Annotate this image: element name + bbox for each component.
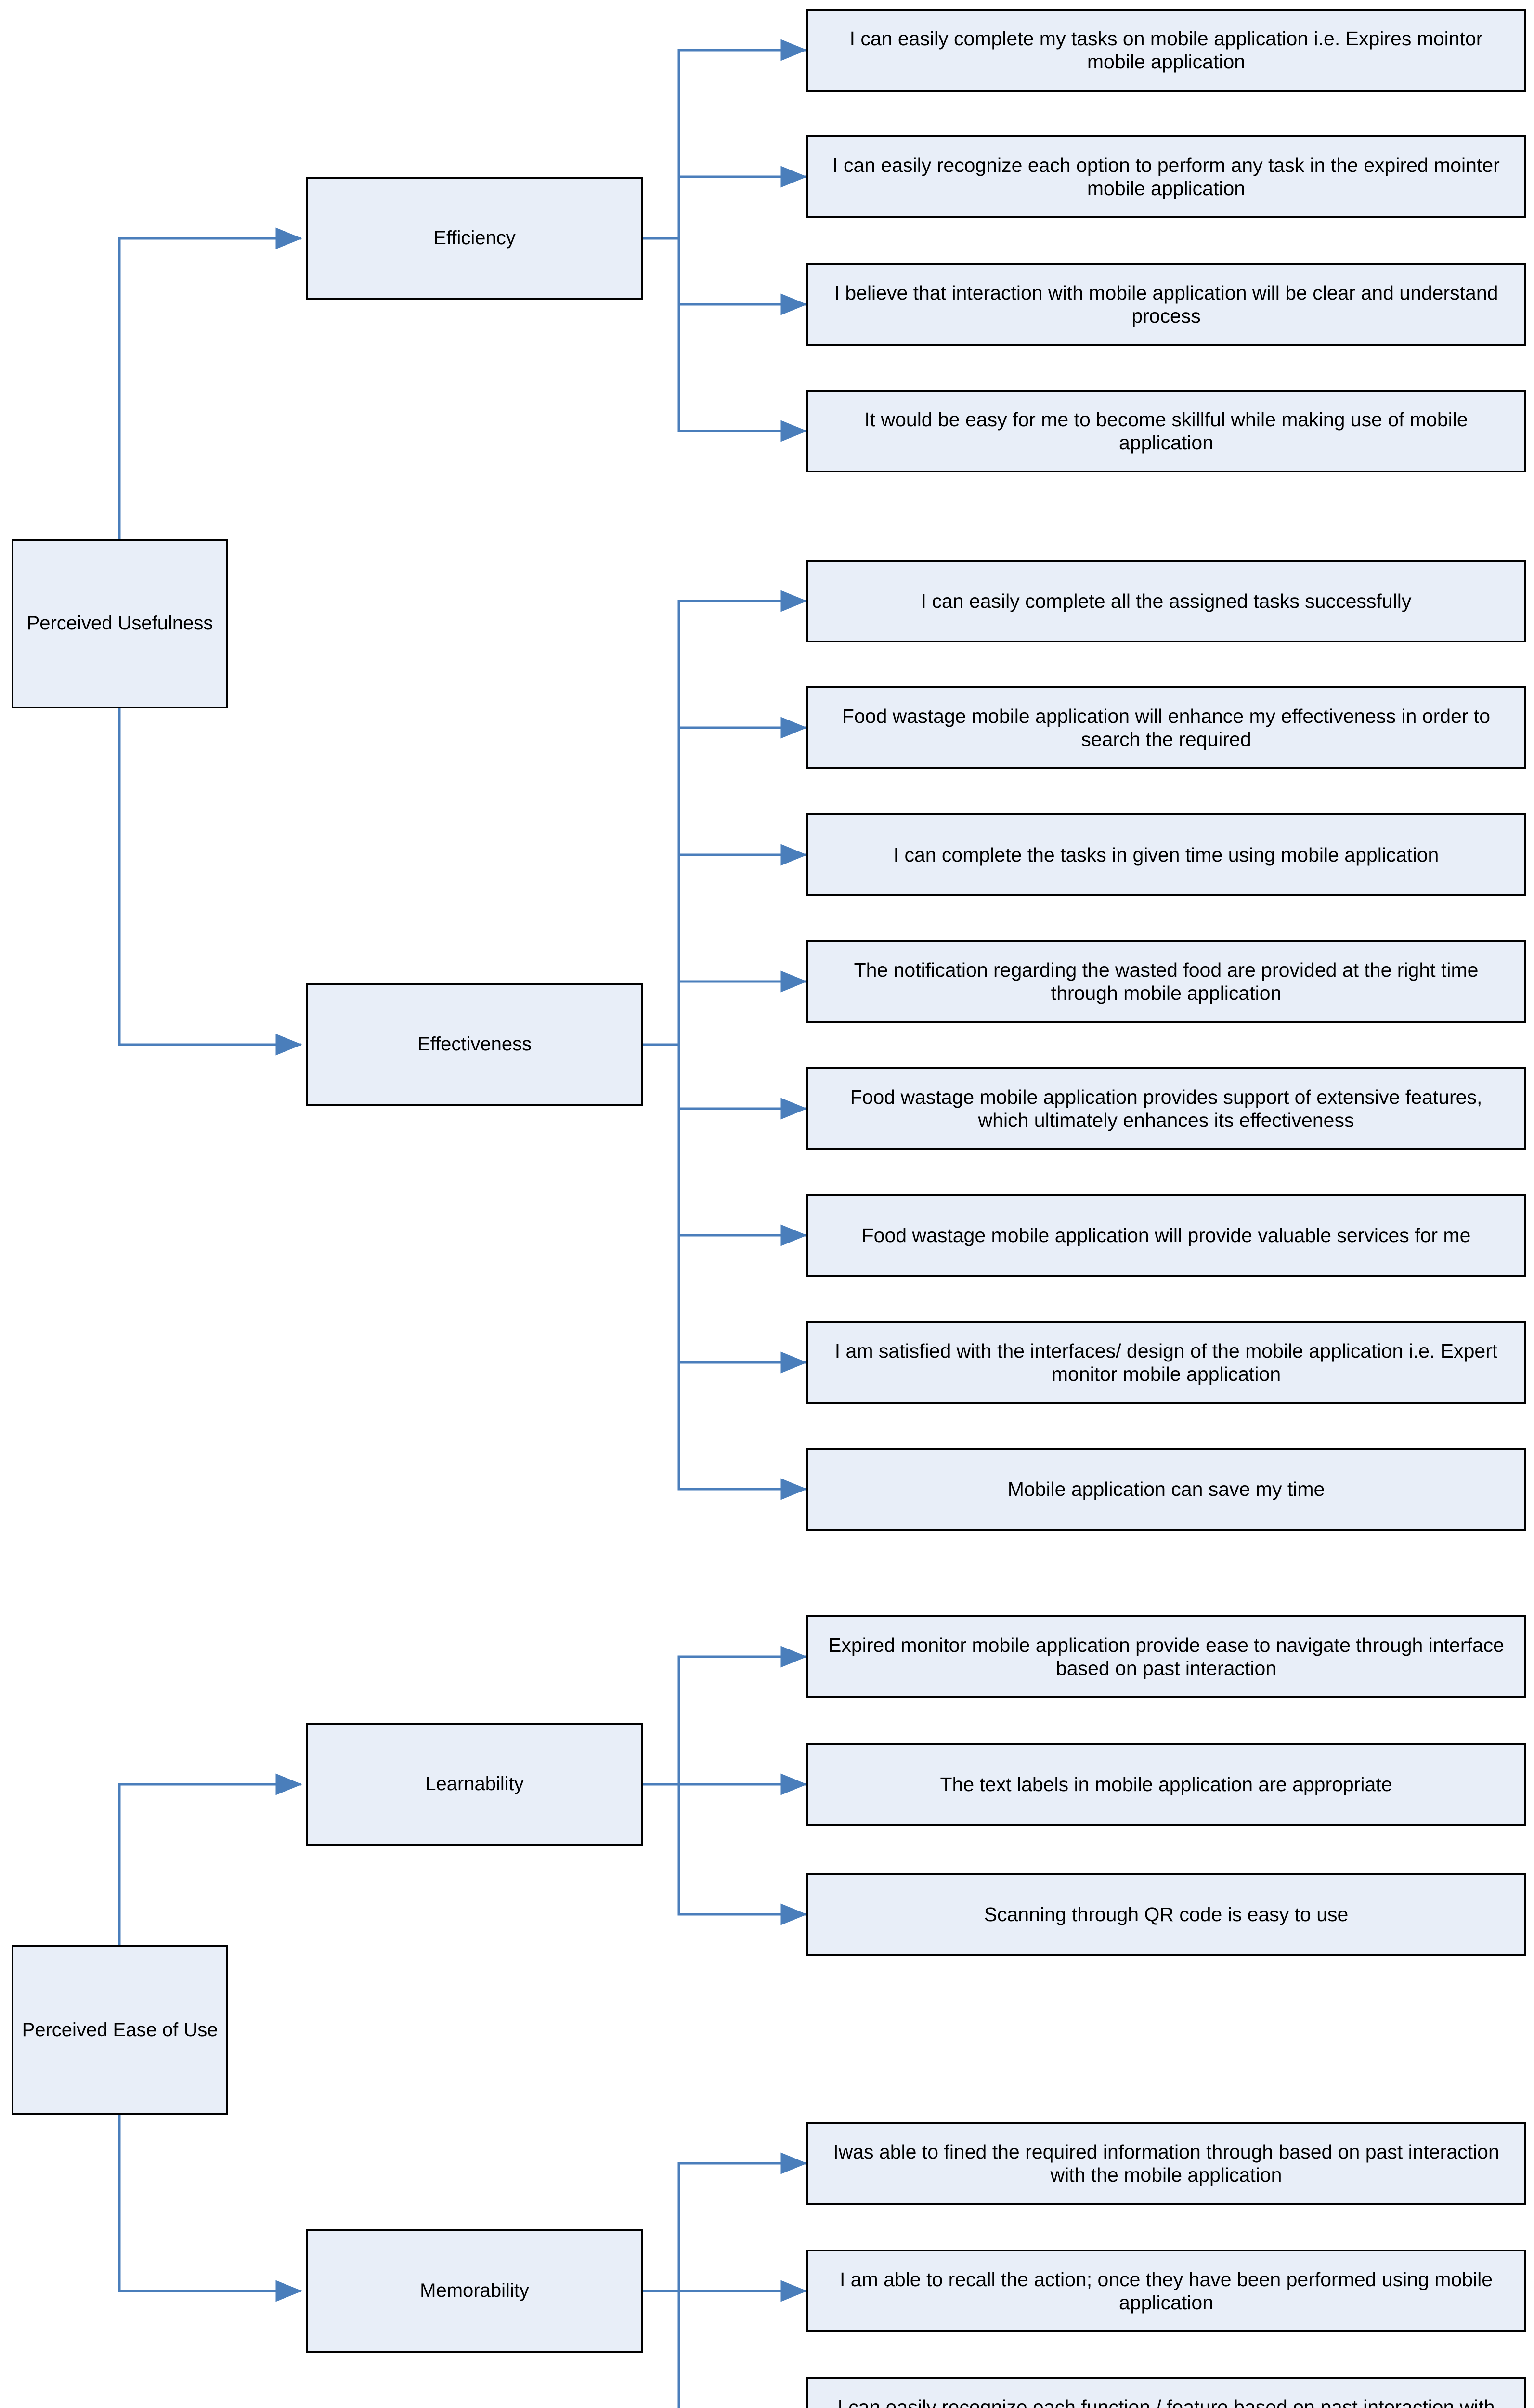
node-perceived-ease-of-use[interactable]: Perceived Ease of Use — [12, 1945, 228, 2115]
node-label-perceived-ease-of-use: Perceived Ease of Use — [22, 2019, 218, 2041]
statement-box[interactable]: Food wastage mobile application will enh… — [806, 686, 1526, 769]
edge-efficiency-item-1 — [643, 39, 807, 240]
node-memorability[interactable]: Memorability — [306, 2229, 643, 2353]
statement-box[interactable]: Food wastage mobile application provides… — [806, 1067, 1526, 1150]
statement-box[interactable]: I am satisfied with the interfaces/ desi… — [806, 1321, 1526, 1404]
edge-efficiency-item-3 — [643, 237, 807, 315]
edge-peou-memorability — [118, 2115, 302, 2302]
statement-text: I can easily complete all the assigned t… — [921, 589, 1412, 612]
statement-text: The text labels in mobile application ar… — [940, 1773, 1392, 1795]
edge-effectiveness-item-3 — [643, 844, 807, 1046]
statement-text: Food wastage mobile application will enh… — [842, 705, 1491, 750]
edge-efficiency-item-2 — [643, 166, 807, 240]
statement-text: I believe that interaction with mobile a… — [834, 281, 1498, 327]
statement-text: I can easily recognize each option to pe… — [832, 154, 1500, 199]
node-label-learnability: Learnability — [425, 1773, 524, 1795]
edge-effectiveness-item-8 — [643, 1043, 807, 1500]
statement-text: I can easily complete my tasks on mobile… — [849, 27, 1483, 73]
statement-box[interactable]: Expired monitor mobile application provi… — [806, 1615, 1526, 1698]
node-effectiveness[interactable]: Effectiveness — [306, 983, 643, 1106]
statement-text: Scanning through QR code is easy to use — [984, 1903, 1349, 1925]
statement-text: I am able to recall the action; once the… — [839, 2268, 1493, 2314]
node-learnability[interactable]: Learnability — [306, 1723, 643, 1846]
statement-box[interactable]: I believe that interaction with mobile a… — [806, 263, 1526, 346]
statement-text: Iwas able to fined the required informat… — [833, 2140, 1499, 2186]
statement-text: Food wastage mobile application will pro… — [861, 1224, 1471, 1246]
statement-box[interactable]: I can easily complete my tasks on mobile… — [806, 9, 1526, 92]
node-perceived-usefulness[interactable]: Perceived Usefulness — [12, 539, 228, 708]
statement-box[interactable]: I am able to recall the action; once the… — [806, 2250, 1526, 2332]
edge-efficiency-item-4 — [643, 237, 807, 442]
edge-effectiveness-item-5 — [643, 1043, 807, 1120]
statement-box[interactable]: Mobile application can save my time — [806, 1448, 1526, 1531]
statement-text: I am satisfied with the interfaces/ desi… — [834, 1339, 1498, 1385]
statement-box[interactable]: Iwas able to fined the required informat… — [806, 2122, 1526, 2205]
statement-text: It would be easy for me to become skillf… — [864, 408, 1468, 454]
edge-learnability-item-3 — [643, 1783, 807, 1925]
statement-box[interactable]: Food wastage mobile application will pro… — [806, 1194, 1526, 1277]
edge-effectiveness-item-1 — [643, 590, 807, 1046]
edge-effectiveness-item-6 — [643, 1043, 807, 1246]
edge-peou-learnability — [118, 1773, 302, 1945]
edge-effectiveness-item-2 — [643, 717, 807, 1046]
statement-text: Food wastage mobile application provides… — [850, 1086, 1482, 1131]
node-label-efficiency: Efficiency — [433, 227, 516, 249]
node-label-memorability: Memorability — [420, 2280, 529, 2302]
node-efficiency[interactable]: Efficiency — [306, 177, 643, 300]
statement-text: Expired monitor mobile application provi… — [828, 1634, 1504, 1679]
node-label-perceived-usefulness: Perceived Usefulness — [26, 613, 213, 634]
edge-memorability-item-1 — [643, 2152, 807, 2292]
statement-text: Mobile application can save my time — [1007, 1478, 1325, 1500]
statement-box[interactable]: Scanning through QR code is easy to use — [806, 1873, 1526, 1956]
statement-text: I can easily recognize each function / f… — [837, 2395, 1495, 2408]
edge-learnability-item-1 — [643, 1646, 807, 1786]
node-label-effectiveness: Effectiveness — [417, 1034, 532, 1055]
edge-pu-effectiveness — [118, 708, 302, 1056]
statement-box[interactable]: The text labels in mobile application ar… — [806, 1743, 1526, 1826]
statement-box[interactable]: I can easily recognize each function / f… — [806, 2377, 1526, 2408]
statement-text: The notification regarding the wasted fo… — [854, 958, 1479, 1004]
edge-pu-efficiency — [118, 227, 302, 539]
edge-effectiveness-item-4 — [643, 970, 807, 1046]
edge-effectiveness-item-7 — [643, 1043, 807, 1374]
statement-text: I can complete the tasks in given time u… — [893, 843, 1439, 866]
statement-box[interactable]: The notification regarding the wasted fo… — [806, 940, 1526, 1023]
edge-memorability-item-3 — [643, 2290, 807, 2408]
statement-box[interactable]: It would be easy for me to become skillf… — [806, 390, 1526, 472]
statement-box[interactable]: I can easily complete all the assigned t… — [806, 560, 1526, 642]
statement-box[interactable]: I can easily recognize each option to pe… — [806, 135, 1526, 218]
statement-box[interactable]: I can complete the tasks in given time u… — [806, 813, 1526, 896]
